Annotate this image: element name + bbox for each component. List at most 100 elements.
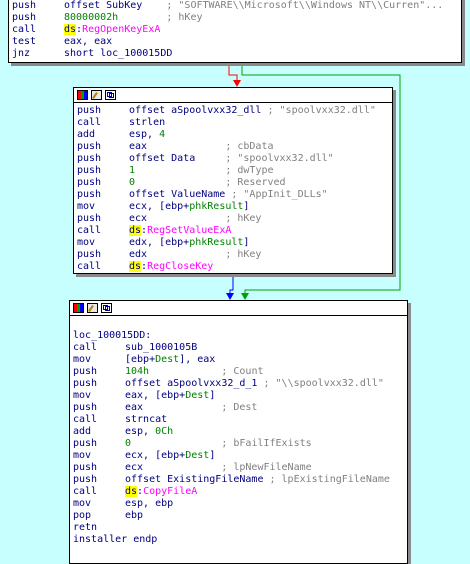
asm-operand-fn: RegSetValueExA xyxy=(147,225,232,236)
graph-overview-icon[interactable] xyxy=(105,90,116,100)
asm-operand-ops: ], eax xyxy=(179,354,216,365)
asm-operand-ops: loc_100015DD: xyxy=(73,330,152,341)
asm-operand-ops: : xyxy=(76,24,83,35)
asm-mnemonic: call xyxy=(77,261,102,272)
asm-line[interactable]: push 80000002h ; hKey xyxy=(12,12,459,24)
asm-operand-num: 0 xyxy=(125,438,132,449)
asm-operand-num: 0Ch xyxy=(155,426,174,437)
asm-operand-cm: ; cbData xyxy=(225,141,274,152)
asm-operand-ops xyxy=(131,438,221,449)
asm-line[interactable]: test eax, eax xyxy=(12,36,459,48)
asm-operand-cm: ; hKey xyxy=(225,249,262,260)
color-palette-icon[interactable] xyxy=(73,303,84,313)
asm-mnemonic: retn xyxy=(73,522,98,533)
asm-line[interactable]: mov[ebp+Dest], eax xyxy=(73,354,405,366)
asm-mnemonic: add xyxy=(73,426,92,437)
asm-line[interactable]: push edx ; hKey xyxy=(77,249,390,261)
asm-line[interactable]: retn xyxy=(73,522,405,534)
asm-mnemonic: jnz xyxy=(12,48,31,59)
asm-mnemonic: test xyxy=(12,36,37,47)
asm-line[interactable]: push 1 ; dwType xyxy=(77,165,390,177)
asm-operand-cm: ; hKey xyxy=(166,12,203,23)
asm-line[interactable]: installer endp xyxy=(73,534,405,546)
asm-operand-ops: eax xyxy=(125,402,222,413)
asm-operand-cm: ; "spoolvxx32.dll" xyxy=(225,153,334,164)
edge-false-arrowhead xyxy=(233,80,241,87)
asm-mnemonic: push xyxy=(77,165,102,176)
asm-operand-ops: strncat xyxy=(125,414,168,425)
asm-mnemonic: call xyxy=(73,414,98,425)
asm-operand-num: 80000002h xyxy=(64,12,119,23)
graph-overview-icon[interactable] xyxy=(101,303,112,313)
edge-true-branch xyxy=(241,64,401,299)
edit-icon[interactable] xyxy=(91,90,102,100)
asm-operand-ops: sub_1000105B xyxy=(125,342,198,353)
asm-mnemonic: push xyxy=(77,105,102,116)
edit-icon[interactable] xyxy=(87,303,98,313)
asm-line[interactable]: call strncat xyxy=(73,414,405,426)
edge-true-arrowhead xyxy=(241,293,249,300)
asm-operand-var: Dest xyxy=(185,390,210,401)
asm-operand-num: 0 xyxy=(129,177,136,188)
asm-mnemonic: push xyxy=(73,474,98,485)
asm-operand-ops: esp, xyxy=(129,129,160,140)
asm-mnemonic: call xyxy=(12,24,37,35)
asm-operand-fn: RegOpenKeyExA xyxy=(82,24,161,35)
asm-mnemonic: push xyxy=(73,378,98,389)
edge-uncond-arrowhead xyxy=(226,293,234,300)
asm-operand-ops: eax, eax xyxy=(64,36,113,47)
asm-line[interactable]: loc_100015DD: xyxy=(73,330,405,342)
asm-operand-cm: ; bFailIfExists xyxy=(221,438,312,449)
asm-mnemonic: push xyxy=(77,153,102,164)
asm-operand-ops: esp, ebp xyxy=(125,498,174,509)
color-palette-icon[interactable] xyxy=(77,90,88,100)
asm-operand-var: phkResult xyxy=(189,237,244,248)
asm-line[interactable] xyxy=(73,318,405,330)
asm-operand-cm: ; Count xyxy=(221,366,264,377)
asm-operand-cm: ; hKey xyxy=(225,213,262,224)
asm-mnemonic: push xyxy=(12,12,37,23)
asm-operand-ops: ecx xyxy=(129,213,226,224)
asm-operand-cm: ; dwType xyxy=(225,165,274,176)
asm-mnemonic: push xyxy=(77,249,102,260)
asm-operand-ops: edx xyxy=(129,249,226,260)
asm-operand-var: phkResult xyxy=(189,201,244,212)
asm-operand-ops: ecx, [ebp+ xyxy=(125,450,186,461)
asm-operand-ops: [ebp+ xyxy=(125,354,156,365)
asm-operand-num: 1 xyxy=(129,165,136,176)
asm-mnemonic: mov xyxy=(73,354,92,365)
asm-operand-ops: offset ExistingFileName xyxy=(125,474,270,485)
